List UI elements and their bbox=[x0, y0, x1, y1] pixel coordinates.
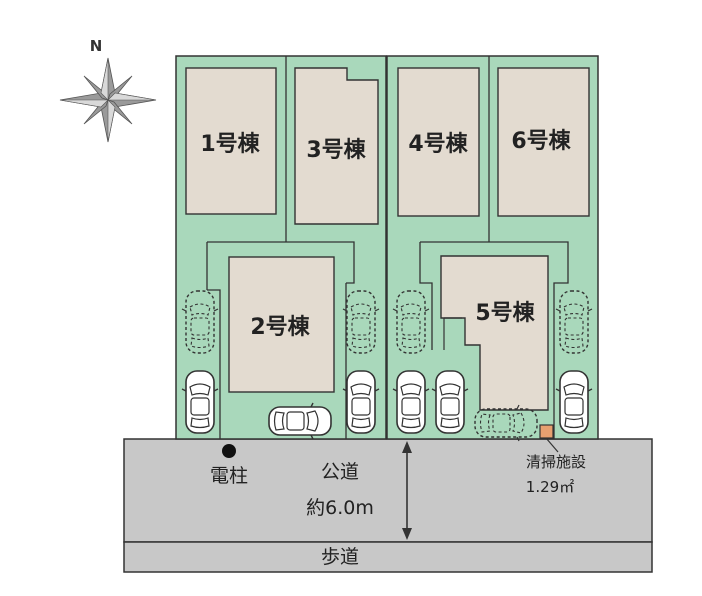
public-road bbox=[123, 438, 653, 543]
building-1 bbox=[185, 67, 277, 215]
north-label: N bbox=[90, 37, 103, 55]
parking-car bbox=[268, 402, 332, 440]
road-name-label: 公道 bbox=[321, 461, 359, 483]
building-3 bbox=[294, 67, 379, 225]
cleaning-facility-leader bbox=[545, 437, 559, 453]
parking-car bbox=[392, 370, 430, 434]
parking-car bbox=[555, 370, 593, 434]
building-4-label: 4号棟 bbox=[408, 131, 468, 157]
cleaning-facility-area: 1.29㎡ bbox=[526, 478, 574, 496]
building-6-label: 6号棟 bbox=[511, 128, 571, 154]
parking-car bbox=[431, 370, 469, 434]
parking-car bbox=[342, 370, 380, 434]
building-2-label: 2号棟 bbox=[250, 314, 310, 340]
building-3-label: 3号棟 bbox=[306, 137, 366, 163]
building-5-label: 5号棟 bbox=[475, 300, 535, 326]
cleaning-facility-label: 清掃施設 bbox=[526, 453, 586, 471]
road-width-arrow bbox=[402, 441, 412, 540]
utility-pole-label: 電柱 bbox=[210, 465, 248, 487]
building-1-label: 1号棟 bbox=[200, 131, 260, 157]
building-6 bbox=[497, 67, 590, 217]
lot-lines-right bbox=[419, 56, 569, 439]
utility-pole-icon bbox=[222, 444, 236, 458]
sidewalk-label: 歩道 bbox=[321, 546, 359, 568]
building-5-entry-line bbox=[443, 317, 462, 350]
compass-rose-icon bbox=[59, 57, 157, 143]
cleaning-facility bbox=[539, 424, 554, 439]
lot-lines-left bbox=[206, 56, 355, 439]
buildings bbox=[185, 67, 590, 411]
building-4 bbox=[397, 67, 480, 217]
road-width-label: 約6.0m bbox=[306, 497, 374, 519]
parking-car bbox=[181, 370, 219, 434]
building-2 bbox=[228, 256, 335, 393]
sidewalk bbox=[123, 541, 653, 573]
